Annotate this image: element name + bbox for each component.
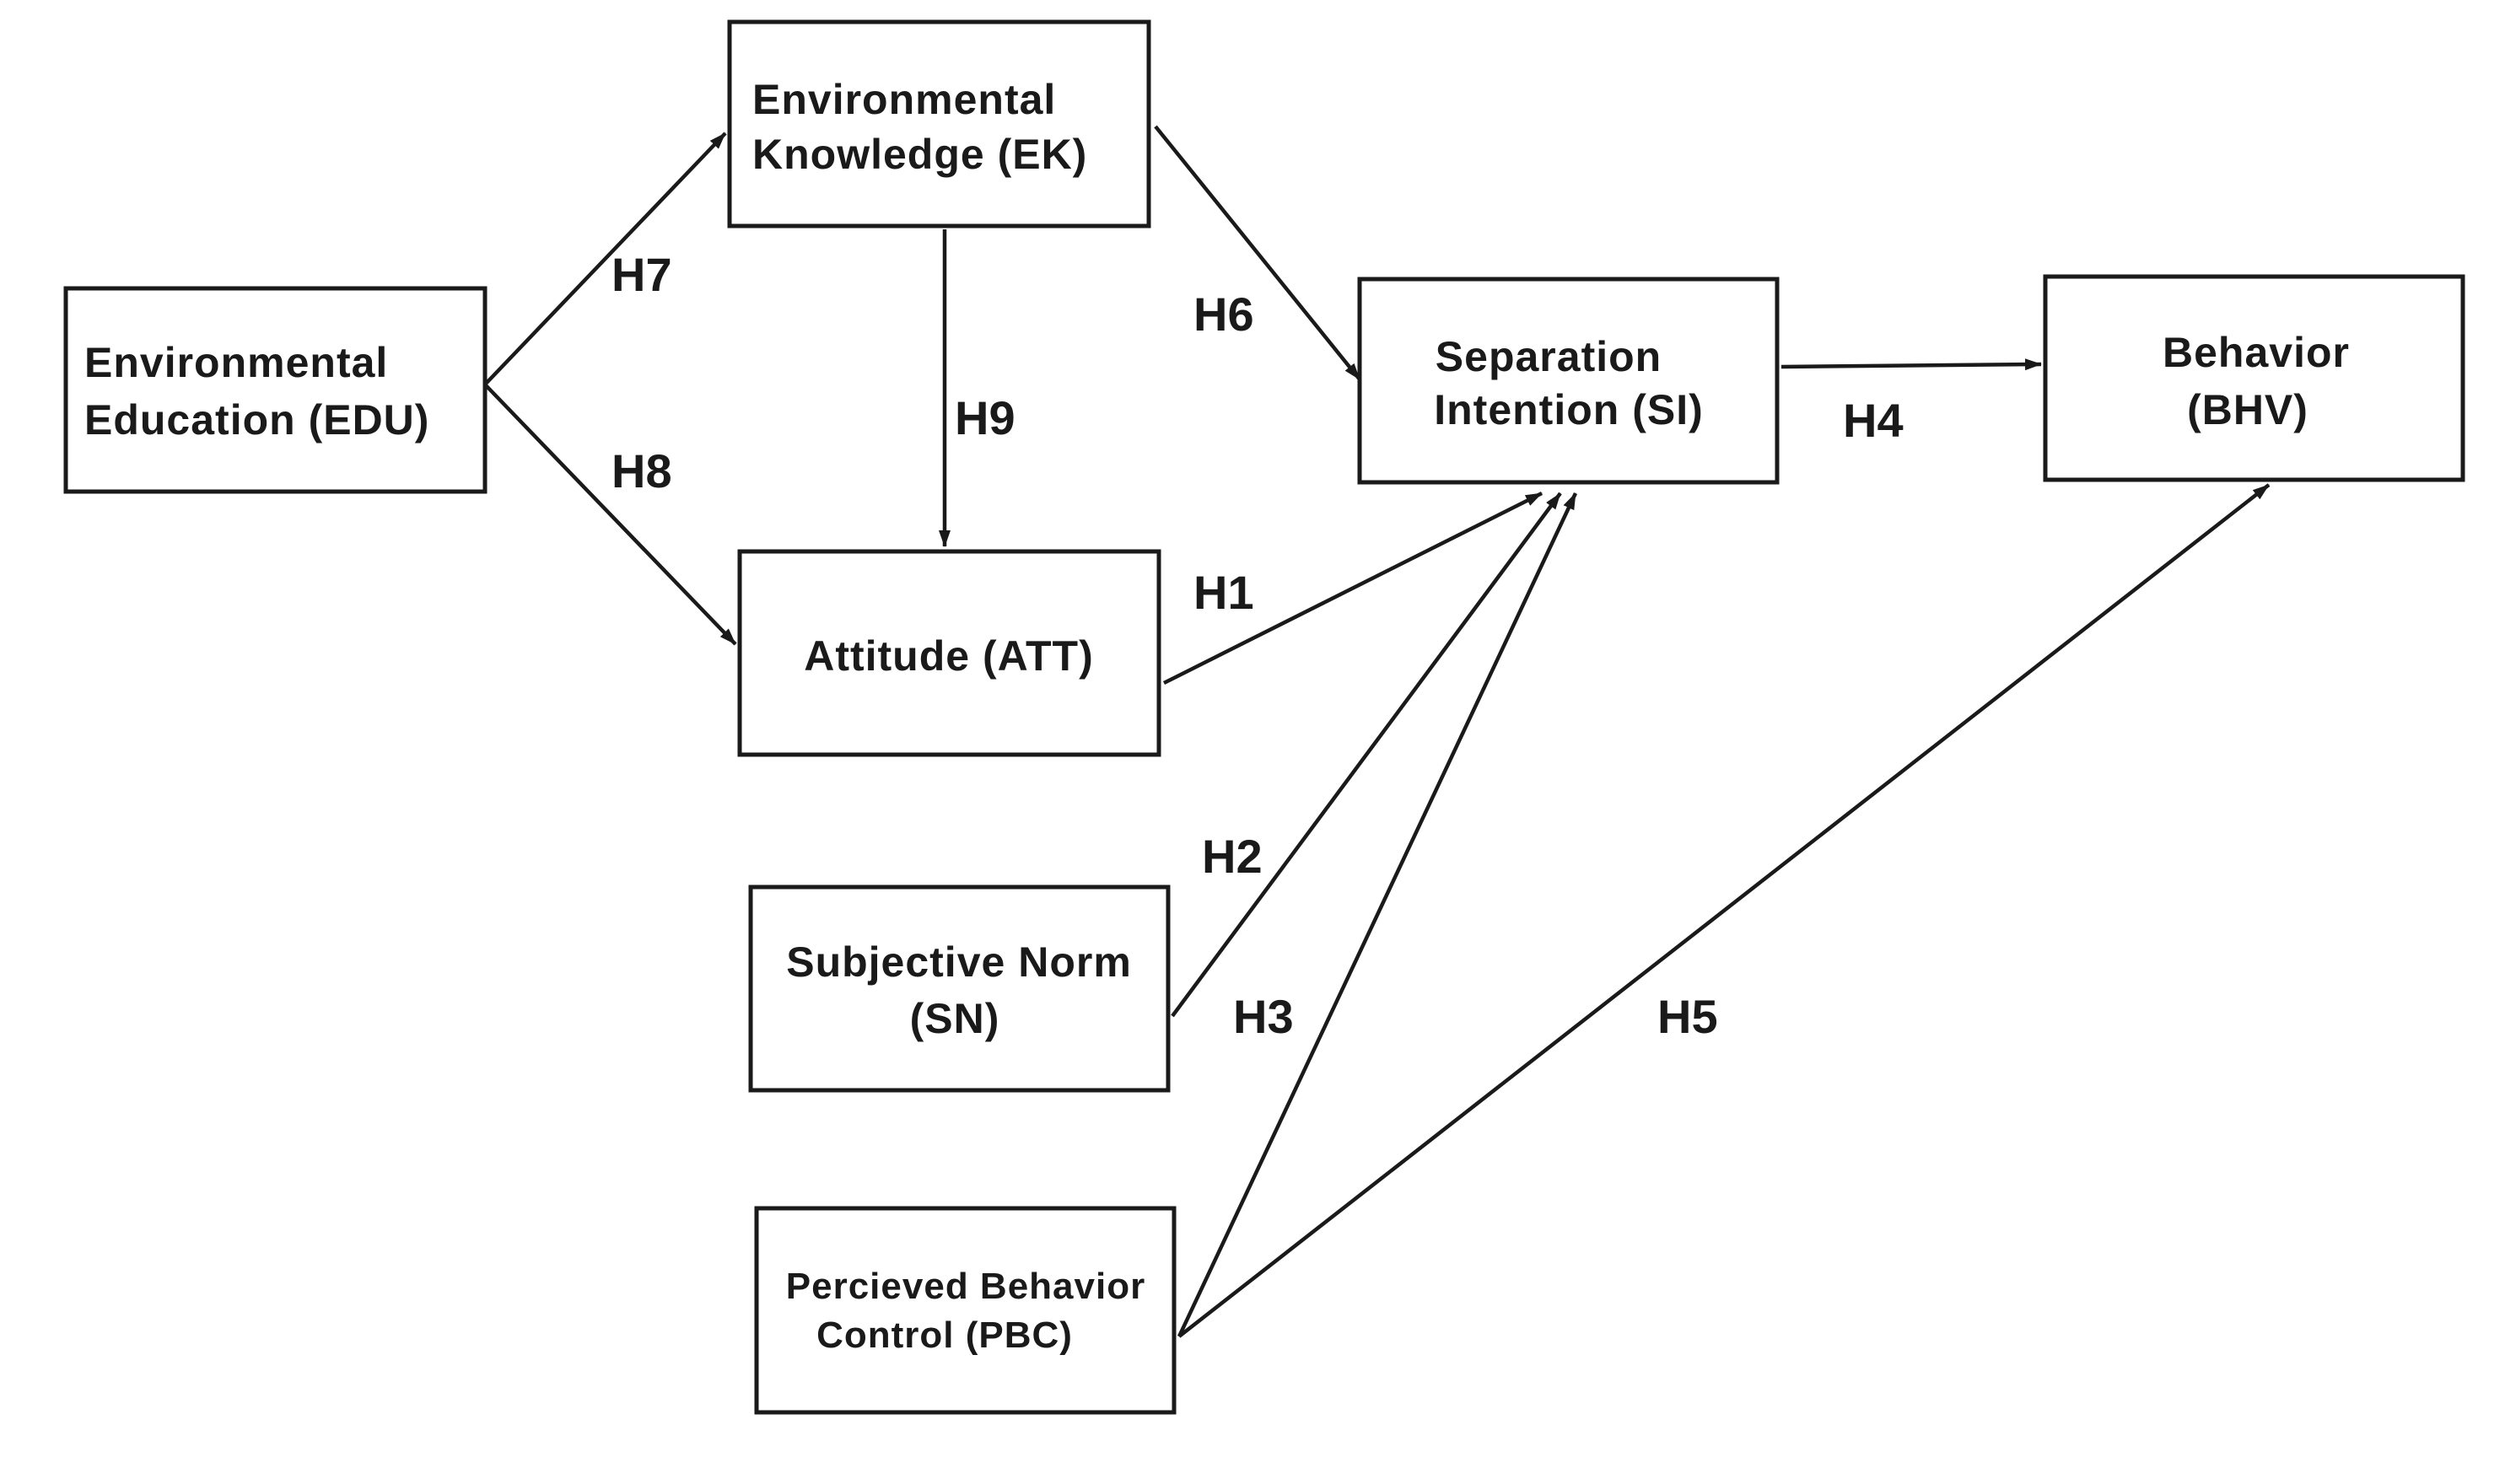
node-si-box <box>1357 277 1780 485</box>
node-ek: Environmental Knowledge (EK) <box>727 19 1151 229</box>
node-edu: Environmental Education (EDU) <box>63 286 488 494</box>
edge-h1-arrow <box>1162 491 1543 686</box>
node-si-label-line1: Separation <box>1436 333 1662 380</box>
node-sn-label-line1: Subjective Norm <box>786 938 1132 986</box>
edge-label-h4: H4 <box>1843 394 1904 447</box>
node-att-label-line1: Attitude (ATT) <box>804 632 1094 680</box>
edge-h5-arrow <box>1177 483 2271 1338</box>
edge-h8-arrow <box>483 383 737 646</box>
edge-h3-arrow <box>1177 492 1578 1337</box>
edge-h2-arrow <box>1171 492 1562 1018</box>
node-si: Separation Intention (SI) <box>1357 277 1780 485</box>
edge-h4-arrow <box>1780 358 2042 371</box>
node-pbc-label-line2: Control (PBC) <box>816 1315 1073 1356</box>
edges <box>483 125 2271 1338</box>
edge-label-h9: H9 <box>955 391 1015 444</box>
node-sn-box <box>748 884 1171 1093</box>
node-edu-label-line1: Environmental <box>84 339 388 386</box>
node-bhv-label-line2: (BHV) <box>2187 386 2308 433</box>
node-bhv-box <box>2043 274 2465 482</box>
edge-label-h8: H8 <box>611 444 672 497</box>
node-bhv: Behavior (BHV) <box>2043 274 2465 482</box>
edge-h6-arrow <box>1154 125 1361 381</box>
edge-label-h1: H1 <box>1193 566 1254 619</box>
node-ek-label-line1: Environmental <box>752 76 1056 123</box>
node-edu-box <box>63 286 488 494</box>
edge-label-h3: H3 <box>1233 990 1294 1043</box>
edge-label-h6: H6 <box>1193 288 1254 341</box>
node-att: Attitude (ATT) <box>737 549 1161 757</box>
edge-label-h5: H5 <box>1657 990 1718 1043</box>
node-att-box <box>737 549 1161 757</box>
node-sn: Subjective Norm (SN) <box>748 884 1171 1093</box>
node-si-label-line2: Intention (SI) <box>1434 386 1704 433</box>
node-ek-box <box>727 19 1151 229</box>
node-bhv-label-line1: Behavior <box>2163 329 2350 376</box>
node-sn-label-line2: (SN) <box>910 995 1000 1042</box>
edge-label-h7: H7 <box>611 248 672 301</box>
edge-h7-arrow <box>483 132 727 386</box>
node-edu-label-line2: Education (EDU) <box>84 396 429 444</box>
node-pbc-label-line1: Percieved Behavior <box>786 1266 1145 1307</box>
node-ek-label-line2: Knowledge (EK) <box>752 131 1087 178</box>
edge-label-h2: H2 <box>1202 830 1263 883</box>
node-pbc-box <box>754 1206 1177 1415</box>
node-pbc: Percieved Behavior Control (PBC) <box>754 1206 1177 1415</box>
edge-labels: H7 H8 H9 H6 H4 H1 H2 H3 H5 <box>611 248 1904 1043</box>
